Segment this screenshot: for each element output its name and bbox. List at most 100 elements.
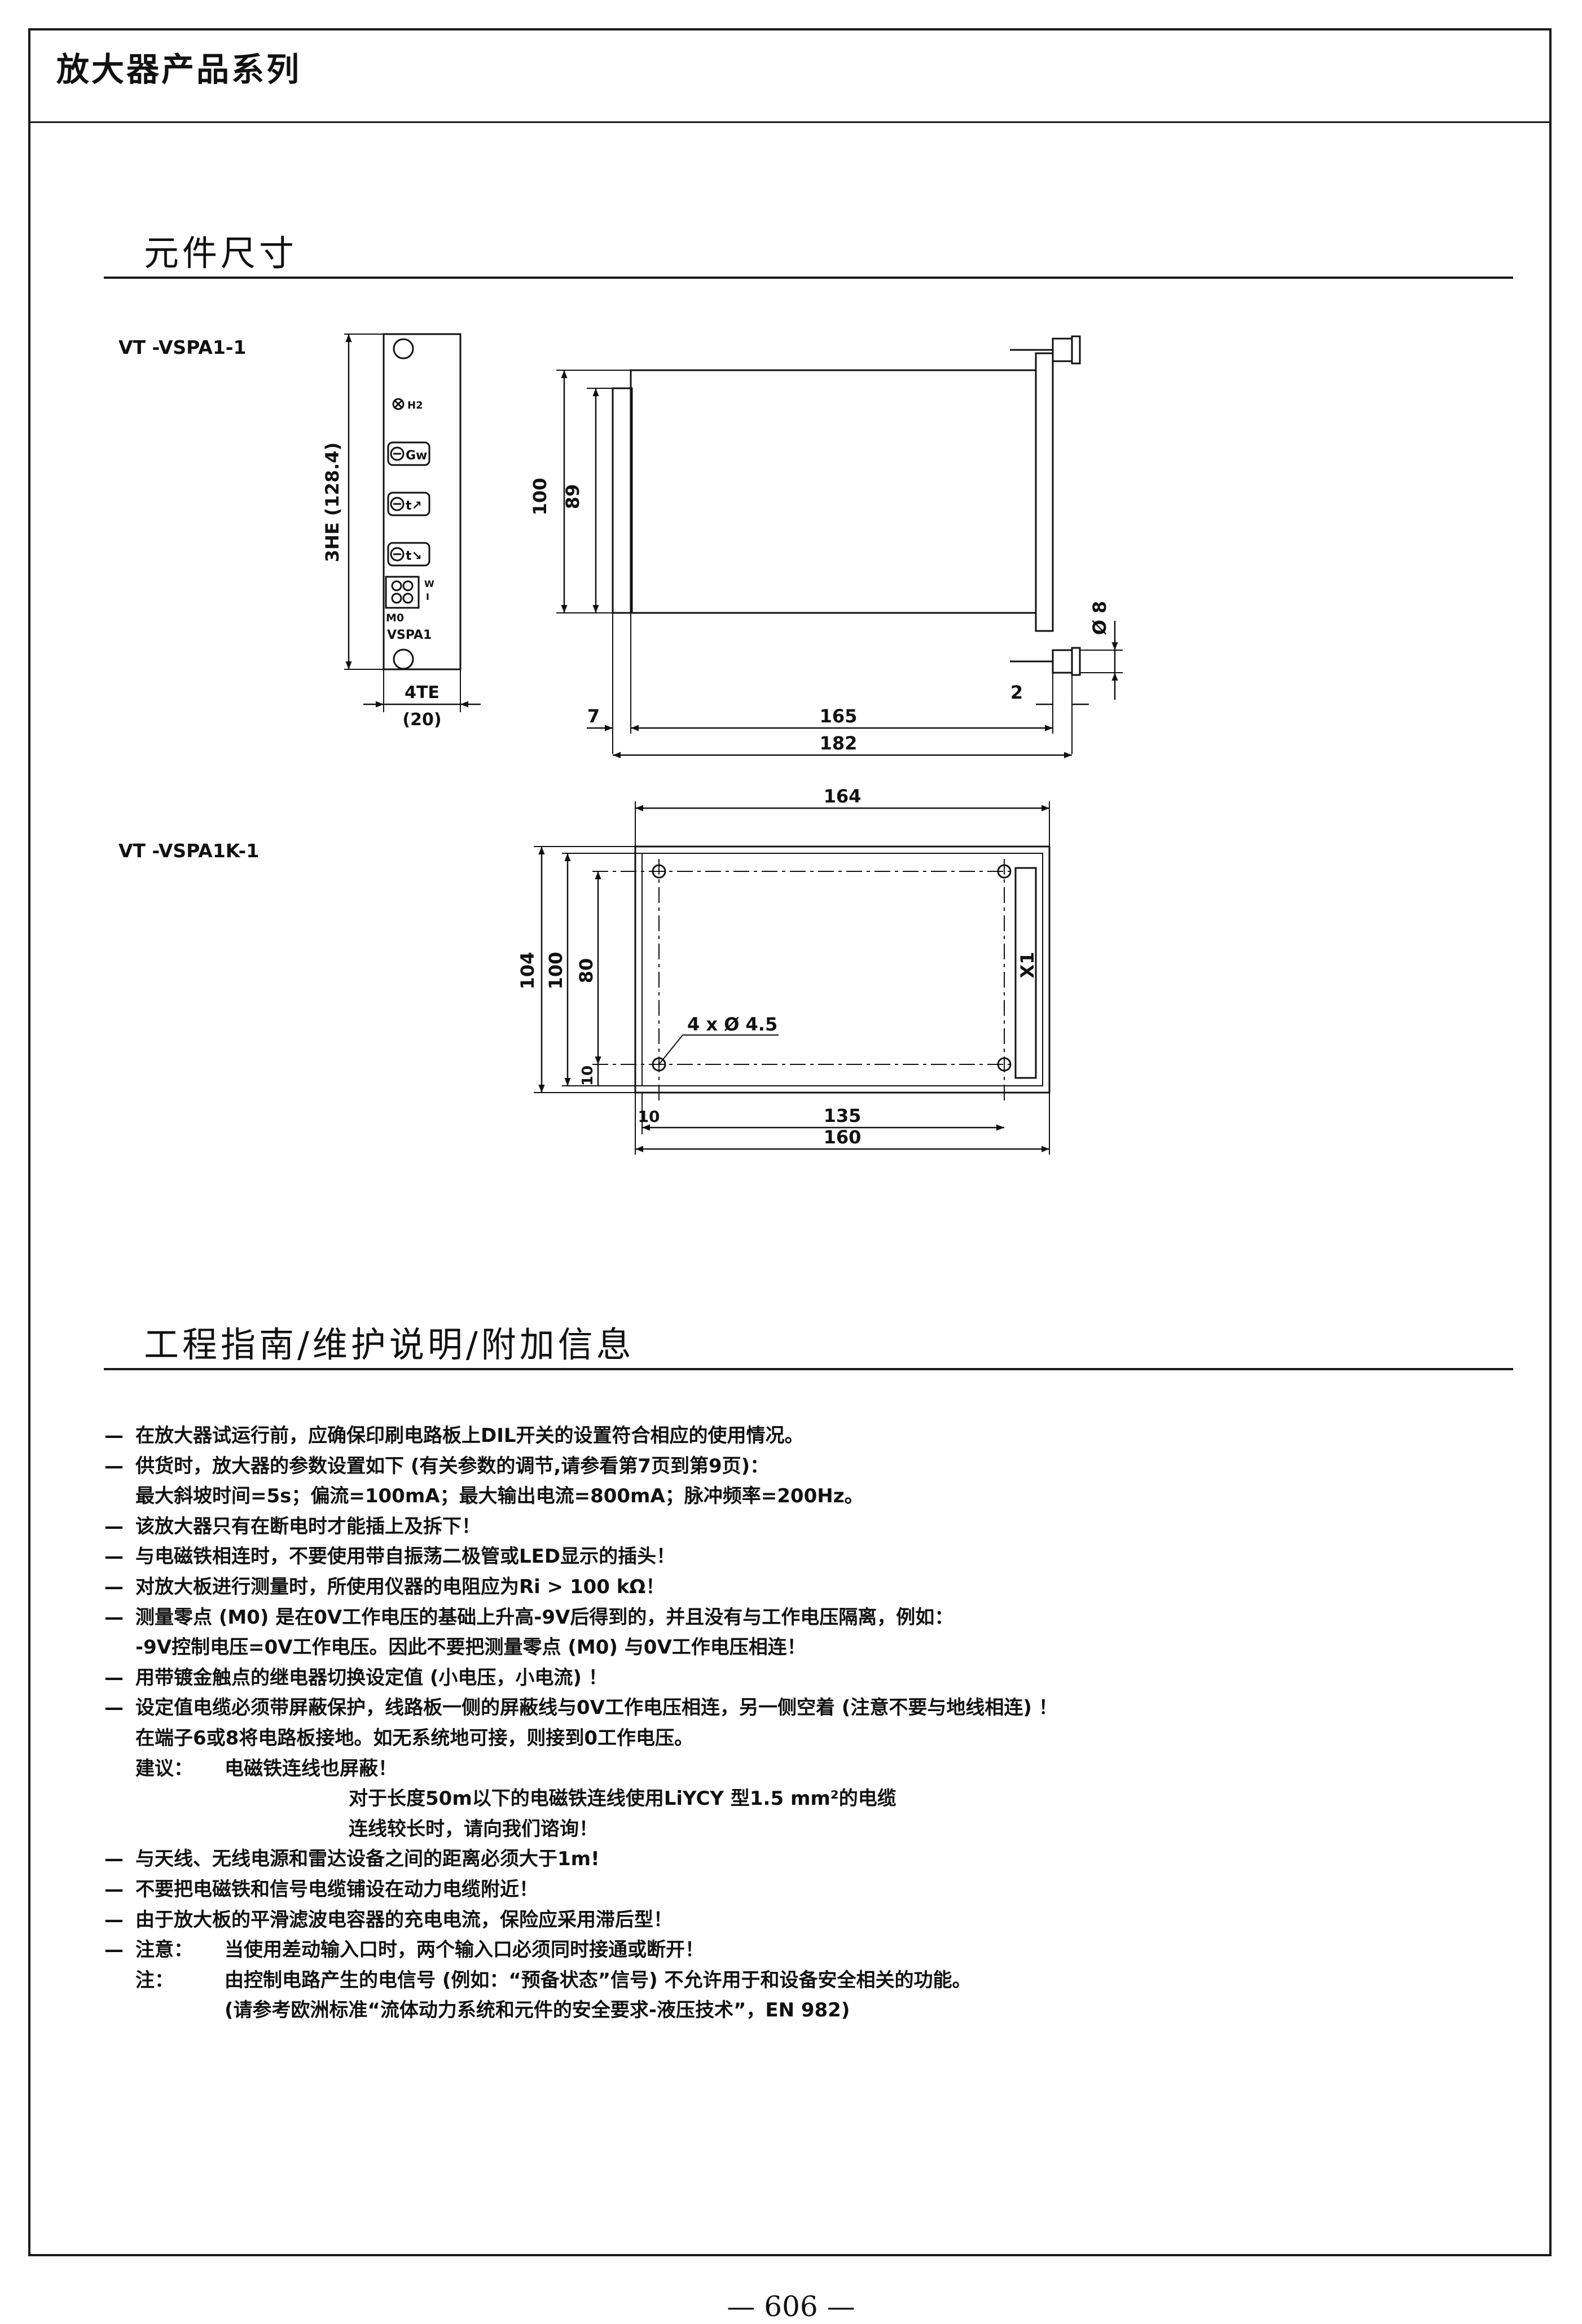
note-item: 建议： 电磁铁连线也屏蔽！ (104, 1754, 1058, 1784)
hole-offset-x-label: 10 (638, 1107, 660, 1126)
notes-section-rule (104, 1368, 1513, 1370)
x1-connector-label: X1 (1017, 952, 1038, 979)
front-plate (612, 387, 633, 614)
switch-w-label: W (424, 578, 434, 589)
note-text: 在端子6或8将电路板接地。如无系统地可接，则接到0工作电压。 (135, 1726, 693, 1749)
note-item: 最大斜坡时间=5s；偏流=100mA；最大输出电流=800mA；脉冲频率=200… (104, 1481, 1058, 1512)
note-text: 在放大器试运行前，应确保印刷电路板上DIL开关的设置符合相应的使用情况。 (135, 1424, 804, 1447)
note-dash: — (104, 1575, 124, 1598)
hole-spacing-label: 135 (824, 1105, 862, 1126)
top-view-drawing (534, 801, 1051, 1155)
note-label: 注意： (135, 1939, 193, 1962)
housing-body (630, 369, 1037, 614)
note-dash: — (104, 1606, 124, 1629)
board-width-top-label: 164 (824, 786, 862, 807)
gw-button-frame (387, 441, 430, 466)
board-height-mid-label: 100 (545, 952, 566, 990)
side-height-outer-label: 100 (529, 478, 551, 516)
side-body-length-label: 165 (820, 705, 858, 727)
note-text: -9V控制电压=0V工作电压。因此不要把测量零点 (M0) 与0V工作电压相连！ (135, 1636, 806, 1659)
panel-width-mm-label: (20) (402, 710, 441, 730)
note-item: — 对放大板进行测量时，所使用仪器的电阻应为Ri > 100 kΩ！ (104, 1572, 1058, 1603)
notes-list: — 在放大器试运行前，应确保印刷电路板上DIL开关的设置符合相应的使用情况。 — 供货… (104, 1421, 1058, 2026)
panel-height-label: 3HE (128.4) (322, 442, 343, 563)
connector-diameter-label: Ø 8 (1089, 601, 1110, 635)
note-dash: — (104, 1454, 124, 1477)
note-text: 对于长度50m以下的电磁铁连线使用LiYCY 型1.5 mm²的电缆 (349, 1787, 897, 1810)
board-height-outer-label: 104 (517, 952, 538, 990)
panel-width-label: 4TE (405, 683, 440, 703)
note-text: 设定值电缆必须带屏蔽保护，线路板一侧的屏蔽线与0V工作电压相连，另一侧空着 (注… (135, 1696, 1058, 1720)
note-indent (104, 1481, 135, 1512)
note-indent (104, 1633, 135, 1663)
note-item: — 测量零点 (M0) 是在0V工作电压的基础上升高-9V后得到的，并且没有与工作… (104, 1603, 1058, 1633)
note-item: —由于放大板的平滑滤波电容器的充电电流，保险应采用滞后型！ (104, 1905, 1058, 1936)
note-text: 连线较长时，请向我们谘询！ (349, 1817, 598, 1840)
note-item: 连线较长时，请向我们谘询！ (104, 1814, 1058, 1845)
note-item: — 在放大器试运行前，应确保印刷电路板上DIL开关的设置符合相应的使用情况。 (104, 1421, 1058, 1452)
panel-name-label: VSPA1 (387, 628, 432, 642)
note-item: — 注意： 当使用差动输入口时，两个输入口必须同时接通或断开！ (104, 1935, 1058, 1966)
note-dash: — (104, 1545, 124, 1568)
note-dash: — (104, 1424, 124, 1447)
gw-potentiometer-icon (390, 446, 405, 461)
note-label: 注： (135, 1968, 174, 1992)
hole-size-label: 4 x Ø 4.5 (687, 1014, 777, 1035)
hole-offset-y-label: 10 (579, 1065, 596, 1086)
note-text: 最大斜坡时间=5s；偏流=100mA；最大输出电流=800mA；脉冲频率=200… (135, 1485, 864, 1508)
note-item: -9V控制电压=0V工作电压。因此不要把测量零点 (M0) 与0V工作电压相连！ (104, 1633, 1058, 1663)
t-down-button-frame (387, 542, 430, 567)
note-dash: — (104, 1666, 124, 1689)
dimensions-section-title: 元件尺寸 (144, 233, 298, 274)
front-panel-drawing (344, 333, 481, 712)
gw-button-label: Gw (406, 449, 427, 463)
note-indent (104, 1966, 135, 1996)
note-item: — 设定值电缆必须带屏蔽保护，线路板一侧的屏蔽线与0V工作电压相连，另一侧空着 (… (104, 1693, 1058, 1724)
note-indent (135, 1814, 349, 1845)
note-item: — 供货时，放大器的参数设置如下 (有关参数的调节,请参看第7页到第9页)： (104, 1452, 1058, 1482)
note-item: 对于长度50m以下的电磁铁连线使用LiYCY 型1.5 mm²的电缆 (104, 1784, 1058, 1814)
note-item: 注：由控制电路产生的电信号 (例如：“预备状态”信号) 不允许用于和设备安全相关… (104, 1966, 1058, 1996)
note-text: 与电磁铁相连时，不要使用带自振荡二极管或LED显示的插头！ (135, 1545, 676, 1568)
note-dash: — (104, 1696, 124, 1720)
note-text: 测量零点 (M0) 是在0V工作电压的基础上升高-9V后得到的，并且没有与工作电… (135, 1606, 954, 1629)
side-height-inner-label: 89 (562, 484, 583, 510)
front-panel-outline (383, 333, 462, 670)
t-up-potentiometer-icon (390, 497, 405, 511)
top-connector-pin (1052, 337, 1073, 362)
note-item: — 用带镀金触点的继电器切换设定值 (小电压，小电流) ！ (104, 1663, 1058, 1694)
note-dash: — (104, 1908, 124, 1931)
m0-label: M0 (386, 612, 404, 624)
note-dash: — (104, 1848, 124, 1871)
note-item: —该放大器只有在断电时才能插上及拆下！ (104, 1512, 1058, 1542)
side-offset-right-label: 2 (1010, 682, 1023, 703)
note-label (135, 1996, 225, 2026)
note-text: 供货时，放大器的参数设置如下 (有关参数的调节,请参看第7页到第9页)： (135, 1454, 770, 1477)
note-text: 当使用差动输入口时，两个输入口必须同时接通或断开！ (225, 1939, 704, 1962)
led-label: H2 (407, 400, 423, 411)
note-dash: — (104, 1939, 124, 1962)
note-indent (104, 1814, 135, 1845)
panel-top-hole (393, 338, 414, 359)
model-1-label: VT -VSPA1-1 (118, 336, 247, 358)
note-text: 对放大板进行测量时，所使用仪器的电阻应为Ri > 100 kΩ！ (135, 1575, 665, 1598)
note-text: 电磁铁连线也屏蔽！ (225, 1757, 397, 1780)
note-dash: — (104, 1878, 124, 1901)
bottom-connector-pin (1052, 649, 1073, 674)
note-label: 建议： (135, 1757, 193, 1780)
note-indent (104, 1784, 135, 1814)
board-holes-height-label: 80 (575, 958, 597, 984)
note-text: 用带镀金触点的继电器切换设定值 (小电压，小电流) ！ (135, 1666, 608, 1689)
note-text: (请参考欧洲标准“流体动力系统和元件的安全要求-液压技术”，EN 982) (225, 1999, 850, 2022)
note-item: —与天线、无线电源和雷达设备之间的距离必须大于1m! (104, 1844, 1058, 1875)
note-indent (135, 1784, 349, 1814)
panel-bottom-hole (393, 648, 414, 670)
note-item: — 与电磁铁相连时，不要使用带自振荡二极管或LED显示的插头！ (104, 1542, 1058, 1572)
note-item: —不要把电磁铁和信号电缆铺设在动力电缆附近！ (104, 1875, 1058, 1905)
side-total-length-label: 182 (820, 733, 858, 754)
x1-connector (1014, 867, 1037, 1079)
board-total-width-label: 160 (824, 1126, 862, 1148)
switch-block (385, 576, 420, 609)
side-view-drawing (556, 335, 1123, 758)
document-title: 放大器产品系列 (56, 50, 302, 89)
